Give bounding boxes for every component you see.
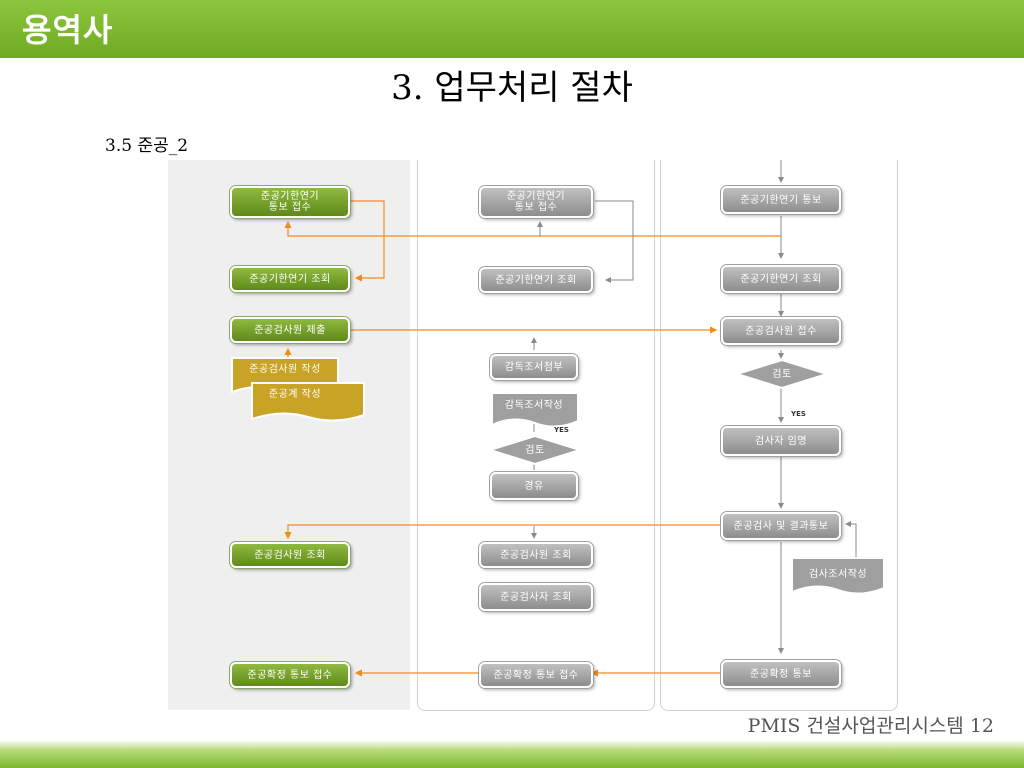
lane3-inspector-appoint: 검사자 임명 [721, 426, 841, 456]
lane1-doc-completion-label: 준공계 작성 [268, 388, 322, 400]
section-subtitle: 3.5 준공_2 [105, 136, 189, 156]
process-flow-diagram: 준공기한연기 통보 접수 준공기한연기 조회 준공검사원 제출 준공검사원 작성… [168, 160, 898, 711]
connector-lines [284, 160, 857, 677]
lane1-extension-receipt: 준공기한연기 통보 접수 [230, 186, 350, 218]
lane1-inspection-inquiry: 준공검사원 조회 [230, 542, 350, 568]
page-title: 3. 업무처리 절차 [391, 68, 633, 108]
lane1-doc-inspection-label: 준공검사원 작성 [249, 363, 321, 375]
lane1-extension-inquiry: 준공기한연기 조회 [230, 266, 350, 292]
footer-page-label: PMIS 건설사업관리시스템 12 [747, 715, 994, 737]
lane3-extension-inquiry: 준공기한연기 조회 [721, 265, 841, 293]
lane3-inspection-receipt: 준공검사원 접수 [721, 317, 841, 345]
header-bar: 용역사 [0, 0, 1024, 58]
lane2-supervision-attach: 감독조서첨부 [490, 354, 578, 380]
lane2-doc-supervision-write [491, 392, 579, 428]
lane3-doc-inspection-report-label: 검사조서작성 [808, 568, 868, 580]
lane2-inspector-inquiry: 준공검사자 조회 [479, 583, 593, 611]
lane1-final-receipt: 준공확정 통보 접수 [230, 662, 350, 688]
lane3-inspection-result-notice: 준공검사 및 결과통보 [721, 512, 841, 540]
lane2-pass-through: 경유 [490, 472, 578, 500]
lane2-extension-receipt: 준공기한연기 통보 접수 [479, 186, 593, 218]
lane2-doc-supervision-label: 감독조서작성 [504, 399, 564, 411]
brand-title: 용역사 [22, 11, 114, 49]
lane1-doc-completion-write [251, 382, 365, 422]
lane3-review-label: 검토 [772, 368, 792, 380]
lane2-review-diamond [488, 434, 582, 466]
lane3-extension-notice: 준공기한연기 통보 [721, 186, 841, 214]
lane2-final-receipt: 준공확정 통보 접수 [479, 662, 593, 688]
lane3-doc-inspection-report [791, 557, 885, 595]
lane2-extension-inquiry: 준공기한연기 조회 [479, 267, 593, 293]
footer-bar [0, 740, 1024, 768]
lane1-inspection-submit: 준공검사원 제출 [230, 317, 350, 343]
lane2-review-label: 검토 [525, 444, 545, 456]
lane3-yes-label: YES [791, 410, 806, 418]
lane2-inspection-inquiry: 준공검사원 조회 [479, 542, 593, 568]
lane2-yes-label: YES [554, 426, 569, 434]
lane3-review-diamond [735, 358, 829, 390]
swimlane-contractor [168, 160, 410, 710]
lane3-final-notice: 준공확정 통보 [721, 660, 841, 688]
